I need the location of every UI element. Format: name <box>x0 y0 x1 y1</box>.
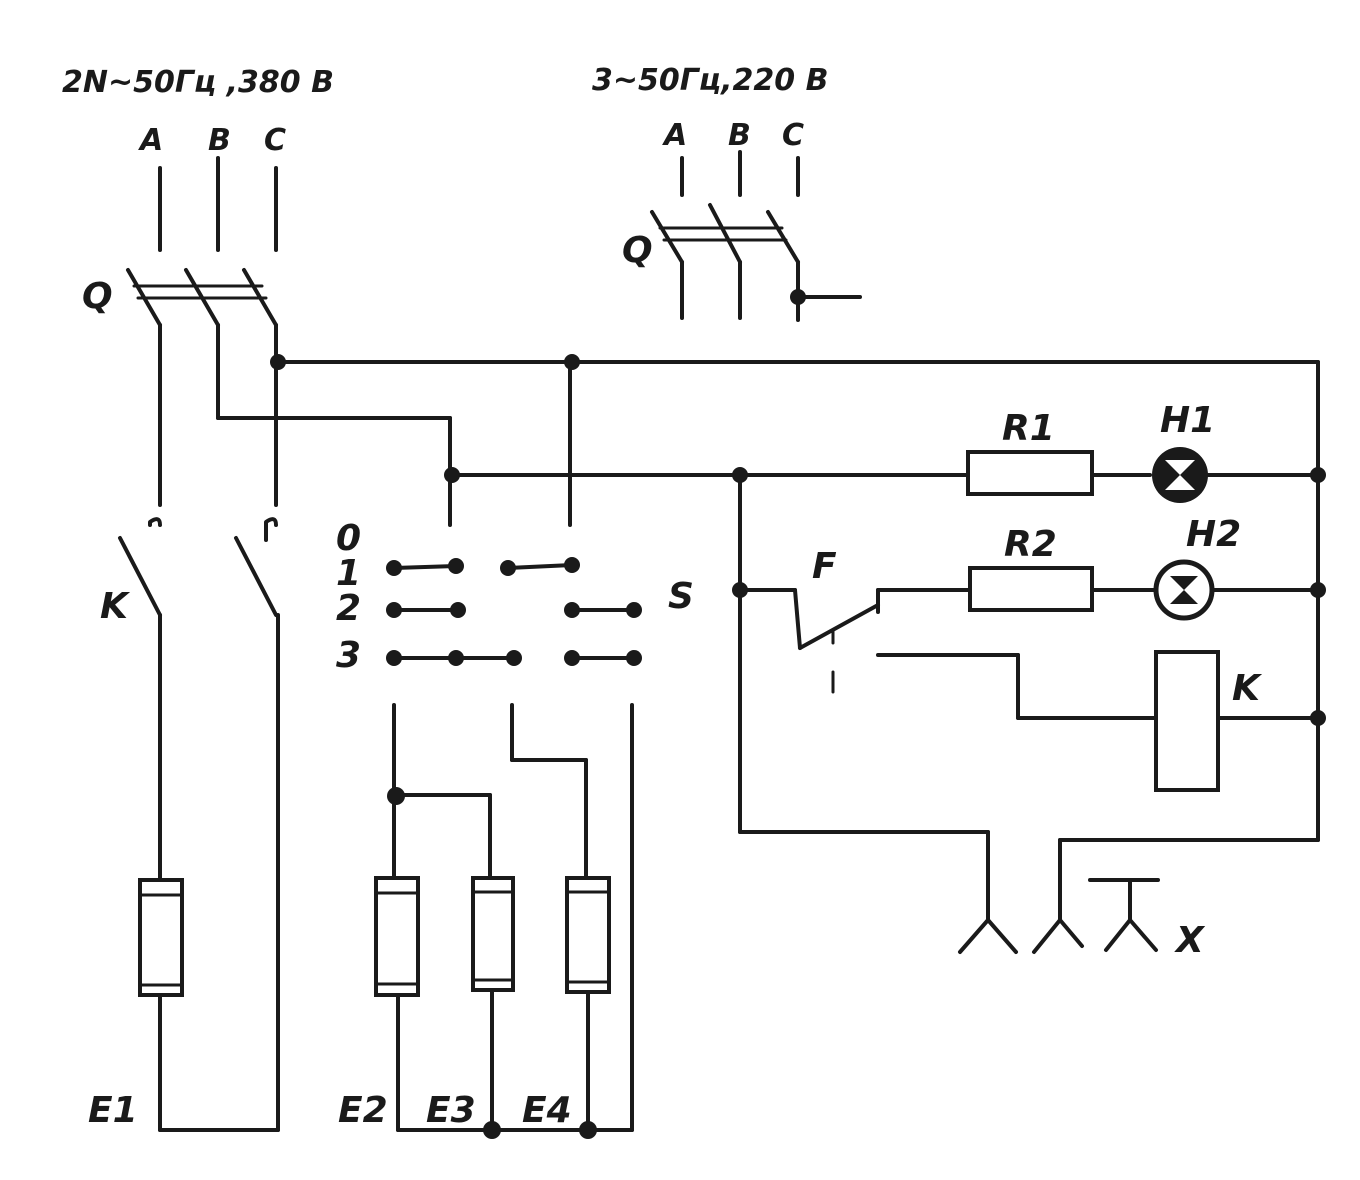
selector-s <box>386 557 642 666</box>
supply-left-phase-b: B <box>208 123 231 158</box>
heater-e2-label: E2 <box>338 1090 388 1131</box>
plug-x-label: X <box>1174 920 1206 961</box>
lamp-h1-label: H1 <box>1160 400 1215 441</box>
coil-k <box>876 650 1326 792</box>
resistor-r1 <box>966 450 1152 496</box>
selector-pos-0: 0 <box>336 518 361 559</box>
supply-left-phase-c: C <box>264 123 286 158</box>
plug-x <box>738 830 1320 954</box>
switch-q-right-label: Q <box>622 230 653 271</box>
contactor-k <box>118 517 280 1132</box>
selector-pos-1: 1 <box>336 553 361 594</box>
heater-e4 <box>565 876 611 994</box>
heater-e4-label: E4 <box>522 1090 572 1131</box>
resistor-r2-label: R2 <box>1004 524 1057 565</box>
supply-right-phase-b: B <box>728 118 751 153</box>
resistor-r1-label: R1 <box>1002 408 1055 449</box>
selector-s-label: S <box>668 576 694 617</box>
coil-k-label: K <box>1232 668 1263 709</box>
switch-q-left <box>126 156 278 507</box>
heater-e3-label: E3 <box>426 1090 476 1131</box>
supply-right-phase-c: C <box>782 118 804 153</box>
lamp-h2-label: H2 <box>1186 514 1241 555</box>
heater-e2 <box>374 876 420 997</box>
supply-right-title: 3~50Гц,220 В <box>592 63 828 98</box>
switch-q-right <box>650 150 862 322</box>
heater-bank-wiring <box>387 703 634 1139</box>
lamp-h2 <box>1153 559 1326 621</box>
switch-q-left-label: Q <box>82 276 113 317</box>
supply-left-phase-a: A <box>138 123 163 158</box>
contactor-k-label: K <box>100 586 131 627</box>
selector-pos-2: 2 <box>336 588 361 629</box>
resistor-r2 <box>968 566 1156 612</box>
heater-e3 <box>471 876 515 992</box>
selector-pos-3: 3 <box>336 635 361 676</box>
bus-wiring <box>216 354 1320 842</box>
heater-e1-label: E1 <box>88 1090 138 1131</box>
branch-h2-wiring <box>732 473 970 834</box>
supply-right-phase-a: A <box>662 118 687 153</box>
heater-e1 <box>138 878 280 1132</box>
supply-left-title: 2N~50Гц ,380 В <box>62 65 334 100</box>
lamp-h1 <box>1152 447 1326 503</box>
relay-f-label: F <box>812 546 837 587</box>
